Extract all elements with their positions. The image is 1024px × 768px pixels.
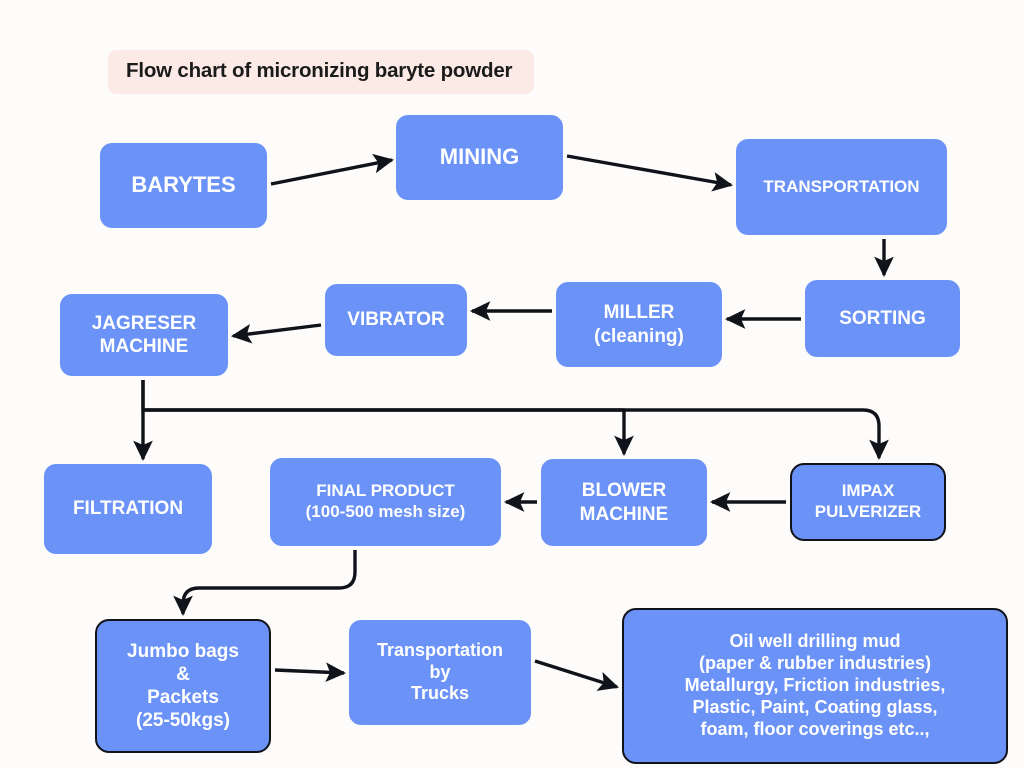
node-label: SORTING <box>812 307 953 330</box>
edge-jagreser-to-impax <box>143 408 889 461</box>
node-label-line: FILTRATION <box>72 498 184 520</box>
node-label-line: by <box>429 661 451 682</box>
node-label-line: Jumbo bags <box>127 640 239 662</box>
node-label-line: foam, floor coverings etc.., <box>700 718 930 739</box>
node-label: MILLER(cleaning) <box>563 301 715 347</box>
node-label-line: FINAL PRODUCT <box>316 481 455 501</box>
node-label-line: IMPAX <box>841 481 895 501</box>
node-final-product[interactable]: FINAL PRODUCT(100-500 mesh size) <box>270 458 501 546</box>
node-label-line: MILLER <box>603 302 675 324</box>
node-label-line: (100-500 mesh size) <box>305 502 466 521</box>
node-mining[interactable]: MINING <box>396 115 563 200</box>
node-label-line: MACHINE <box>99 336 189 357</box>
node-label: BARYTES <box>107 172 260 199</box>
edge-jagreser-to-blower <box>141 380 634 457</box>
node-label: TRANSPORTATION <box>743 177 940 198</box>
node-label-line: Metallurgy, Friction industries, <box>684 675 946 696</box>
node-jumbo-bags-packets[interactable]: Jumbo bags&Packets(25-50kgs) <box>95 619 271 753</box>
node-label-line: VIBRATOR <box>347 309 445 331</box>
node-filtration[interactable]: FILTRATION <box>44 464 212 554</box>
node-label-line: Plastic, Paint, Coating glass, <box>692 696 938 717</box>
node-label: FINAL PRODUCT(100-500 mesh size) <box>277 481 494 522</box>
edge-jumbo-to-trucks <box>274 662 347 683</box>
edge-mining-to-transportation <box>566 154 734 192</box>
node-label-line: BARYTES <box>131 172 236 198</box>
node-vibrator[interactable]: VIBRATOR <box>325 284 467 356</box>
node-label: MINING <box>403 144 556 171</box>
edge-trucks-to-applications <box>534 659 619 691</box>
node-label-line: Oil well drilling mud <box>729 631 901 652</box>
node-label-line: (25-50kgs) <box>136 710 230 732</box>
node-label: Oil well drilling mud(paper & rubber ind… <box>631 631 999 741</box>
node-label: FILTRATION <box>51 497 205 520</box>
node-label-line: MACHINE <box>579 503 669 525</box>
node-miller-cleaning[interactable]: MILLER(cleaning) <box>556 282 722 367</box>
edge-final-product-to-jumbo <box>173 550 357 617</box>
node-transportation[interactable]: TRANSPORTATION <box>736 139 947 235</box>
node-label: VIBRATOR <box>332 308 460 331</box>
node-label-line: Transportation <box>376 639 503 660</box>
node-label-line: Trucks <box>410 683 470 704</box>
edge-barytes-to-mining <box>270 153 395 186</box>
node-label-line: BLOWER <box>581 480 667 502</box>
node-barytes[interactable]: BARYTES <box>100 143 267 228</box>
node-label-line: JAGRESER <box>91 312 197 334</box>
node-label-line: PULVERIZER <box>814 502 922 521</box>
node-applications-list[interactable]: Oil well drilling mud(paper & rubber ind… <box>622 608 1008 764</box>
node-label-line: & <box>176 663 190 685</box>
page-title: Flow chart of micronizing baryte powder <box>108 50 535 94</box>
node-label: Jumbo bags&Packets(25-50kgs) <box>104 640 262 733</box>
edge-vibrator-to-jagreser <box>230 323 322 344</box>
node-label-line: (cleaning) <box>594 325 684 347</box>
node-label-line: TRANSPORTATION <box>763 176 920 196</box>
node-label-line: SORTING <box>839 307 926 329</box>
node-label-line: (paper & rubber industries) <box>698 653 932 674</box>
node-label-line: Packets <box>147 687 219 708</box>
node-label-line: MINING <box>439 144 520 170</box>
node-sorting[interactable]: SORTING <box>805 280 960 357</box>
